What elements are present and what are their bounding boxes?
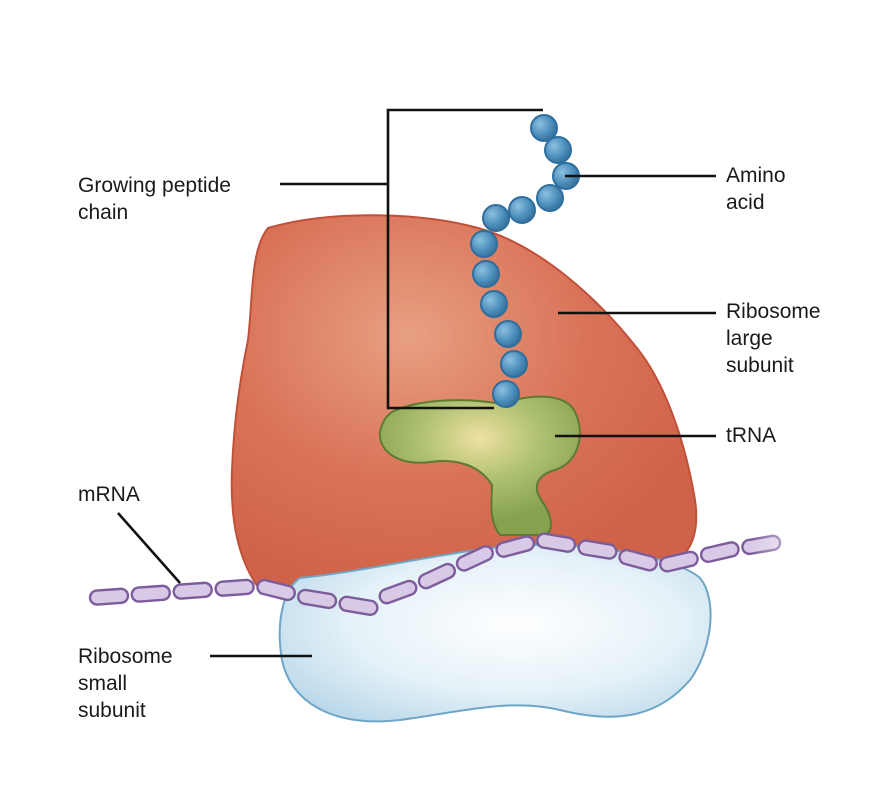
mrna-segment	[417, 562, 456, 590]
large-subunit-label-line-3: subunit	[726, 354, 794, 377]
mrna-segment	[338, 595, 379, 616]
mrna-segment	[378, 579, 418, 605]
peptide-chain-label-line-1: Growing peptide	[78, 174, 231, 197]
amino-acid-bead	[480, 290, 508, 318]
mrna-segment	[536, 532, 577, 553]
mrna-segment	[495, 535, 535, 558]
amino-acid-bead	[500, 350, 528, 378]
amino-acid-bead	[492, 380, 520, 408]
amino-acid-bead	[508, 196, 536, 224]
mrna-segment	[699, 541, 740, 564]
mrna-segment	[130, 584, 171, 603]
small-subunit-label-line-2: small	[78, 672, 128, 695]
amino-acid-bead	[494, 320, 522, 348]
large-subunit-label-line-1: Ribosome	[726, 300, 821, 323]
mrna-segment	[577, 539, 618, 560]
amino-acid-bead	[530, 114, 558, 142]
amino-acid-label: Amino acid	[726, 162, 786, 216]
large-subunit-label: Ribosome large subunit	[726, 298, 821, 379]
mrna-strand	[88, 532, 782, 616]
ribosome-small-subunit-shape	[278, 543, 712, 723]
trna-shape	[378, 395, 581, 536]
large-subunit-label-line-2: large	[726, 327, 773, 350]
mrna-segment	[297, 588, 338, 610]
trna-label-line-1: tRNA	[726, 424, 777, 447]
mrna-label-line-1: mRNA	[78, 483, 140, 506]
peptide-chain-label-line-2: chain	[78, 201, 129, 224]
mrna-leader	[117, 512, 181, 584]
small-subunit-label-line-1: Ribosome	[78, 645, 173, 668]
mrna-segment	[618, 548, 658, 572]
peptide-chain-bracket	[386, 108, 543, 410]
amino-acid-bead	[544, 136, 572, 164]
mrna-label: mRNA	[78, 481, 140, 508]
mrna-segment	[455, 545, 494, 572]
trna-label: tRNA	[726, 422, 776, 449]
mrna-segment	[172, 581, 213, 600]
amino-acid-label-line-1: Amino	[726, 164, 786, 187]
amino-acid-bead	[470, 230, 498, 258]
amino-acid-bead	[536, 184, 564, 212]
mrna-segment	[256, 578, 296, 602]
peptide-chain-label: Growing peptide chain	[78, 172, 231, 226]
small-subunit-label-line-3: subunit	[78, 699, 146, 722]
amino-acid-bead	[482, 204, 510, 232]
mrna-segment	[88, 587, 130, 606]
mrna-segment	[659, 550, 699, 573]
mrna-fade	[750, 525, 830, 565]
amino-acid-bead	[472, 260, 500, 288]
amino-acid-label-line-2: acid	[726, 191, 765, 214]
small-subunit-label: Ribosome small subunit	[78, 643, 173, 724]
mrna-segment	[214, 578, 255, 597]
growing-peptide-chain	[470, 114, 580, 408]
